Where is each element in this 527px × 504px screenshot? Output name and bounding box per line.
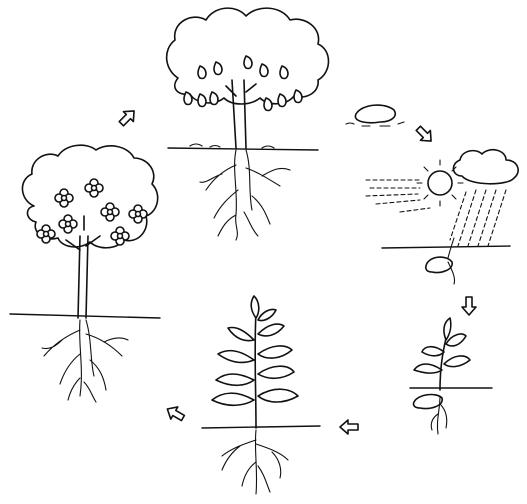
stage-flowering-tree: [10, 145, 160, 402]
flowering-tree-ground: [10, 314, 160, 318]
flowering-tree-roots: [42, 320, 128, 402]
cycle-arrows: [116, 106, 476, 434]
stage-seedling: [410, 318, 492, 434]
fruiting-tree-roots: [200, 150, 290, 240]
seedling-seed-husk: [413, 395, 442, 409]
fruiting-tree-ground: [168, 148, 318, 150]
arrow-germination-to-seedling: [462, 297, 476, 315]
rain-drops: [450, 190, 506, 246]
sun-icon: [417, 160, 463, 206]
germinating-seed: [426, 257, 452, 272]
stage-fruiting-tree: [167, 8, 329, 240]
germination-ground: [382, 246, 510, 248]
young-plant-roots: [222, 430, 288, 494]
arrow-young-plant-to-flowering: [164, 403, 187, 424]
stage-young-plant: [202, 296, 320, 494]
arrow-seedling-to-young-plant: [340, 420, 358, 434]
stage-germination: [366, 150, 518, 284]
seed-shape: [355, 105, 395, 123]
rain-cloud: [453, 150, 518, 184]
stage-seed: [346, 105, 404, 126]
young-plant-stem: [255, 312, 256, 428]
arrow-flowering-to-fruiting: [116, 106, 139, 129]
young-plant-ground: [202, 426, 320, 428]
arrow-seed-to-germination: [413, 123, 436, 146]
wind-lines: [366, 180, 430, 212]
